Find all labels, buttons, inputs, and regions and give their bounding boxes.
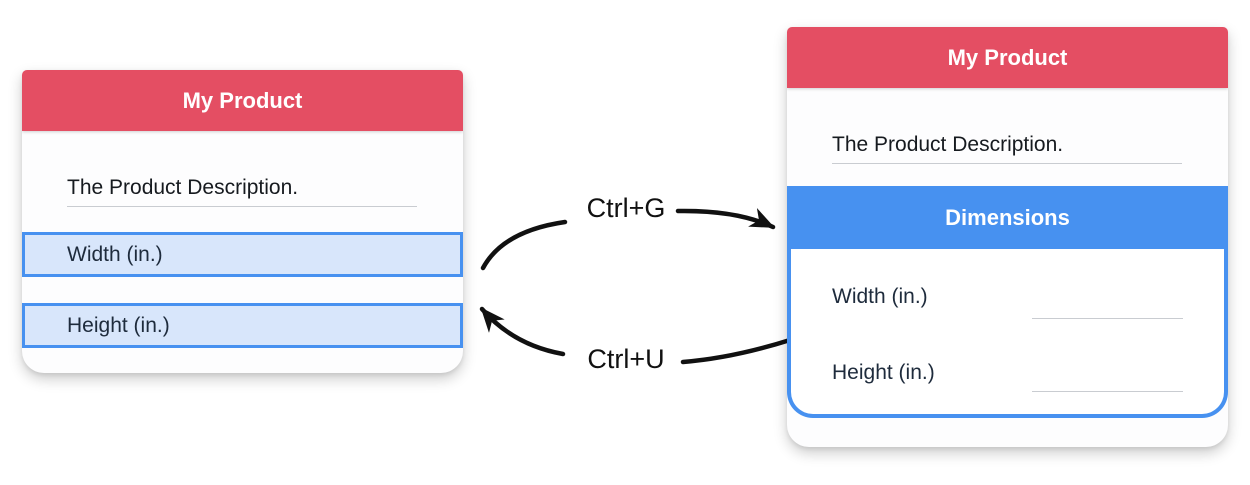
left-field-row-height[interactable]: Height (in.)	[22, 303, 463, 348]
left-width-field-label: Width (in.)	[67, 242, 163, 266]
ungroup-shortcut-label: Ctrl+U	[587, 344, 665, 374]
dimensions-group-title: Dimensions	[945, 204, 1070, 230]
left-description-underline	[67, 206, 417, 207]
left-card-title: My Product	[182, 87, 303, 113]
left-field-row-width[interactable]: Width (in.)	[22, 232, 463, 277]
left-card-header: My Product	[22, 70, 463, 131]
width-input[interactable]	[1032, 305, 1183, 319]
group-arrow	[480, 207, 776, 271]
dimensions-group: Dimensions Width (in.) Height (in.)	[787, 186, 1228, 418]
dimensions-group-body: Width (in.) Height (in.)	[787, 249, 1228, 418]
right-product-description: The Product Description.	[832, 133, 1064, 156]
shortcut-arrows	[479, 207, 793, 365]
right-product-card: My Product The Product Description. Dime…	[787, 27, 1228, 447]
right-card-header: My Product	[787, 27, 1228, 88]
left-height-field-label: Height (in.)	[67, 313, 170, 337]
right-description-underline	[832, 163, 1182, 164]
ungroup-arrow	[479, 306, 793, 365]
dimensions-group-header: Dimensions	[787, 186, 1228, 249]
group-shortcut-label: Ctrl+G	[586, 193, 666, 223]
height-input[interactable]	[1032, 378, 1183, 392]
width-field-label: Width (in.)	[832, 285, 928, 308]
height-field-label: Height (in.)	[832, 361, 935, 384]
right-card-title: My Product	[947, 44, 1068, 70]
left-product-description: The Product Description.	[67, 176, 299, 199]
left-product-card: My Product The Product Description. Widt…	[22, 70, 463, 373]
